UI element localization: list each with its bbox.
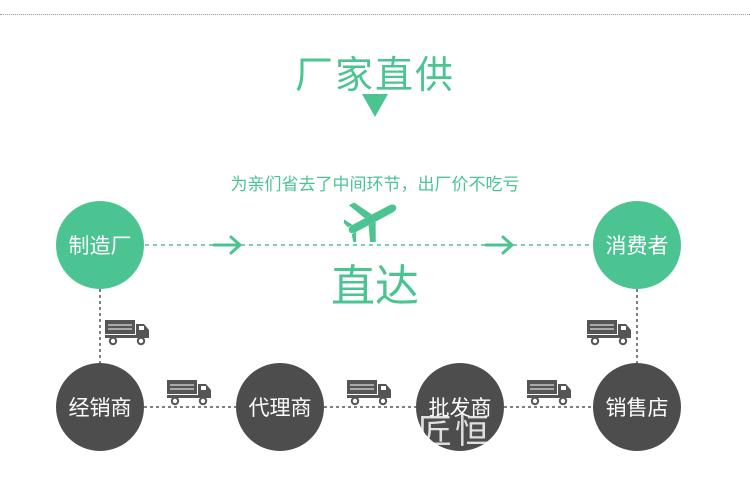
- node-consumer-label: 消费者: [605, 234, 669, 258]
- airplane-icon: [344, 202, 397, 242]
- node-consumer: 消费者: [593, 201, 681, 289]
- node-agent: 代理商: [236, 363, 324, 451]
- node-wholesaler: 批发商: [416, 363, 504, 451]
- dotted-top-border: [0, 14, 750, 15]
- down-triangle-icon: [362, 94, 388, 117]
- node-manufacturer-label: 制造厂: [68, 234, 132, 258]
- watermark: 匠恒 限公: [418, 412, 580, 452]
- truck-icon: [104, 319, 150, 346]
- page-title: 厂家直供: [294, 53, 455, 97]
- node-wholesaler-label: 批发商: [428, 396, 492, 420]
- arrow-right-icon: [212, 235, 242, 255]
- truck-icon: [586, 319, 632, 346]
- node-distributor: 经销商: [56, 363, 144, 451]
- truck-icon: [346, 379, 392, 406]
- direct-label: 直达: [331, 261, 419, 312]
- node-retailer-label: 销售店: [605, 396, 669, 420]
- node-retailer: 销售店: [593, 363, 681, 451]
- node-manufacturer: 制造厂: [56, 201, 144, 289]
- arrow-right-icon: [484, 235, 514, 255]
- tagline: 为亲们省去了中间环节，出厂价不吃亏: [230, 175, 520, 195]
- node-agent-label: 代理商: [248, 396, 312, 420]
- truck-icon: [166, 379, 212, 406]
- truck-icon: [526, 379, 572, 406]
- node-distributor-label: 经销商: [68, 396, 132, 420]
